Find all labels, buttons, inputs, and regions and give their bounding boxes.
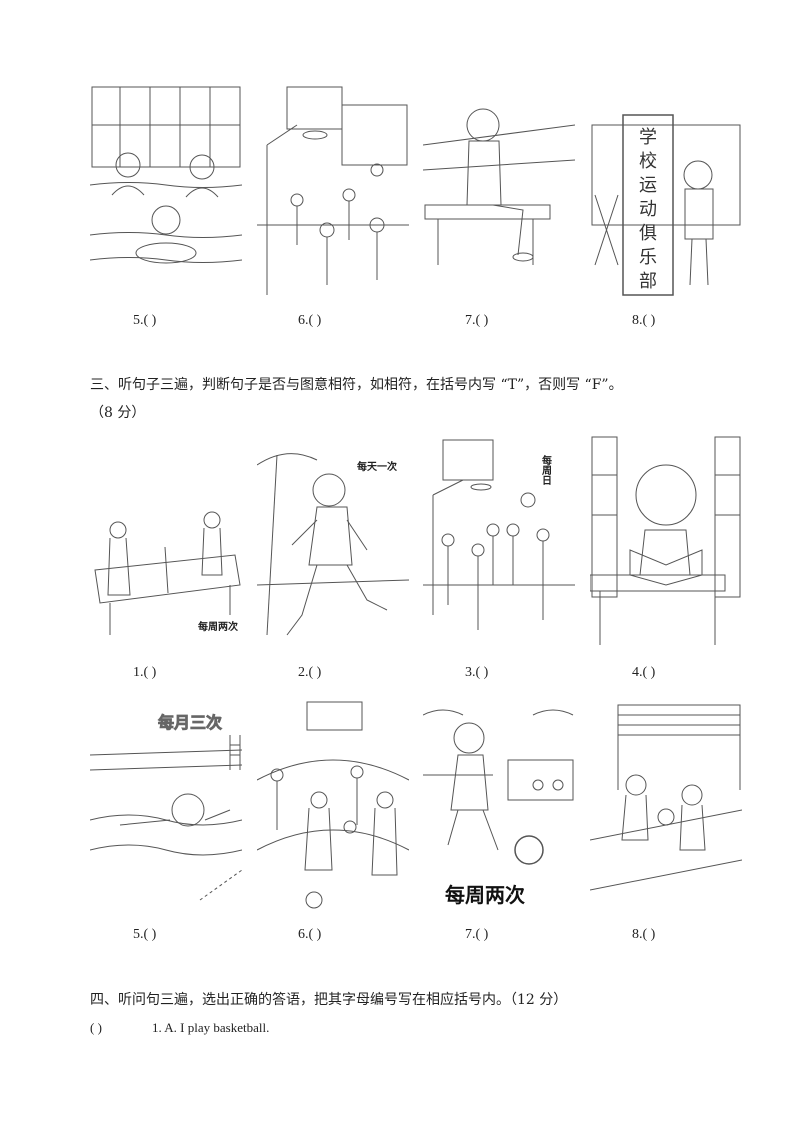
- picture-girl-soccer: 每周两次: [423, 700, 575, 913]
- picture-volleyball: [590, 700, 742, 913]
- swimming-illustration: [90, 86, 242, 264]
- reading-illustration: [590, 436, 741, 645]
- club-sign-text: 学 校 运 动 俱 乐 部: [639, 127, 657, 292]
- section-4-heading: 四、听问句三遍，选出正确的答语，把其字母编号写在相应括号内。（12 分）: [90, 992, 568, 1008]
- girls-basketball-illustration: 每周日: [423, 439, 575, 630]
- picture-boy-running: 每天一次: [257, 435, 409, 648]
- answer-blank-r3-8[interactable]: 8.( ): [632, 927, 656, 942]
- picture-label: 每周日: [540, 454, 552, 486]
- svg-text:校: 校: [639, 151, 657, 172]
- answer-blank-r3-5[interactable]: 5.( ): [133, 927, 157, 942]
- answer-blank-r1-7[interactable]: 7.( ): [465, 313, 489, 328]
- football-field-illustration: [257, 701, 409, 909]
- basketball-illustration: [257, 86, 409, 295]
- picture-boy-swimming: 每月三次: [90, 700, 242, 913]
- svg-text:运: 运: [639, 175, 657, 196]
- answer-blank-r2-2[interactable]: 2.( ): [298, 665, 322, 680]
- sports-club-illustration: 学 校 运 动 俱 乐 部: [591, 114, 741, 296]
- picture-basketball-court: [257, 85, 409, 298]
- svg-text:乐: 乐: [639, 247, 657, 268]
- girl-soccer-illustration: 每周两次: [423, 709, 574, 907]
- section-3-score: （8 分）: [90, 405, 146, 421]
- question-1-paren[interactable]: ( ): [90, 1020, 102, 1035]
- answer-blank-r2-3[interactable]: 3.( ): [465, 665, 489, 680]
- svg-text:动: 动: [639, 199, 657, 220]
- answer-blank-r3-6[interactable]: 6.( ): [298, 927, 322, 942]
- picture-football-field-boys: [257, 700, 409, 913]
- answer-blank-r1-6[interactable]: 6.( ): [298, 313, 322, 328]
- boy-swimming-illustration: 每月三次: [90, 713, 242, 901]
- picture-swimming-pool: [90, 85, 242, 298]
- picture-girl-resting-bench: [423, 85, 575, 298]
- running-illustration: 每天一次: [257, 453, 409, 636]
- answer-blank-r2-1[interactable]: 1.( ): [133, 665, 157, 680]
- resting-illustration: [423, 108, 575, 265]
- answer-blank-r3-7[interactable]: 7.( ): [465, 927, 489, 942]
- picture-school-sports-club: 学 校 运 动 俱 乐 部: [590, 85, 742, 298]
- svg-text:学: 学: [639, 127, 657, 148]
- answer-blank-r2-4[interactable]: 4.( ): [632, 665, 656, 680]
- svg-text:部: 部: [639, 271, 657, 292]
- picture-label: 每周两次: [198, 620, 238, 633]
- question-1-option-a: 1. A. I play basketball.: [152, 1020, 270, 1035]
- svg-text:俱: 俱: [639, 223, 657, 244]
- volleyball-illustration: [590, 704, 742, 891]
- table-tennis-illustration: 每周两次: [94, 511, 241, 635]
- answer-blank-r1-8[interactable]: 8.( ): [632, 313, 656, 328]
- picture-girls-basketball: 每周日: [423, 435, 575, 648]
- picture-label: 每周两次: [445, 883, 525, 907]
- picture-label: 每天一次: [357, 460, 397, 473]
- answer-blank-r1-5[interactable]: 5.( ): [133, 313, 157, 328]
- picture-girl-reading: [590, 435, 742, 648]
- section-3-heading: 三、听句子三遍，判断句子是否与图意相符，如相符，在括号内写 “T”，否则写 “F…: [90, 377, 623, 393]
- picture-label: 每月三次: [158, 713, 222, 732]
- picture-table-tennis: 每周两次: [90, 435, 242, 648]
